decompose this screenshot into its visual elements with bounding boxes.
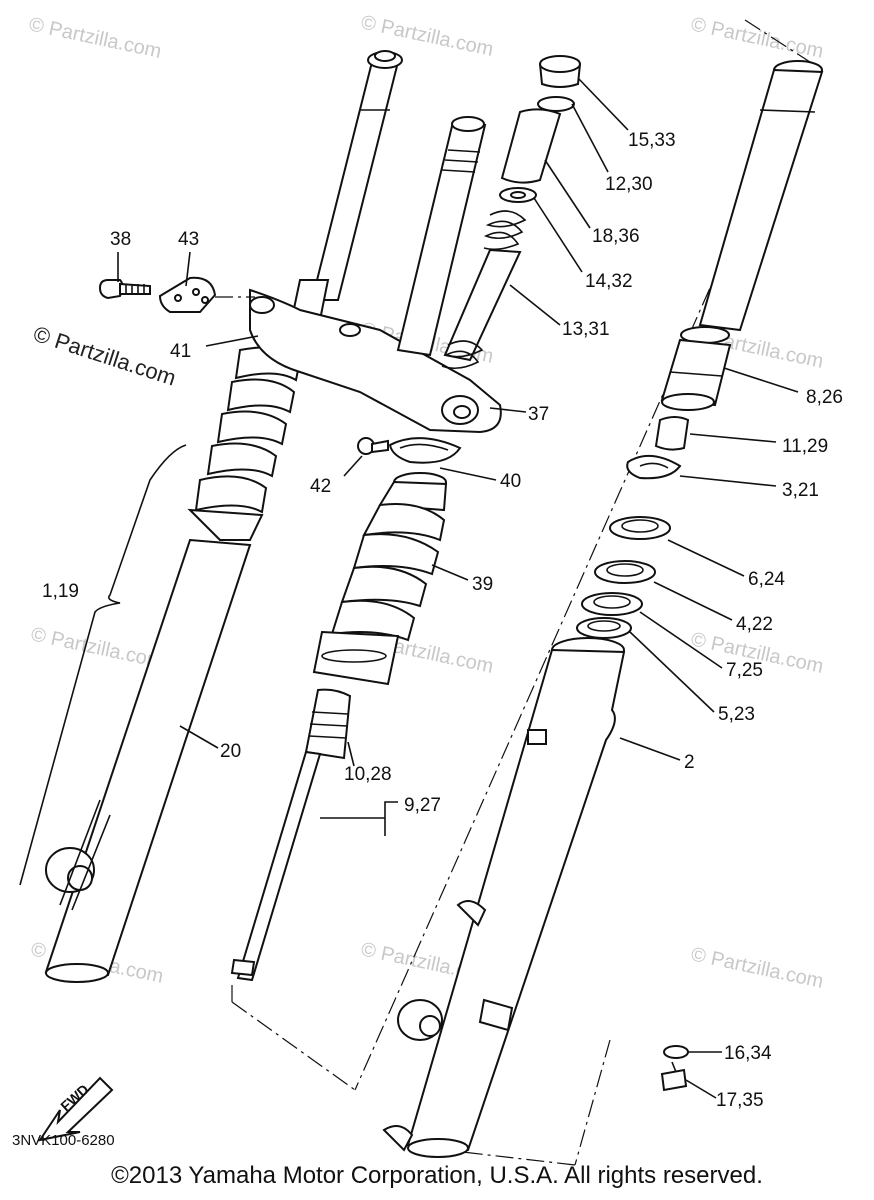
callout-9-27: 9,27 xyxy=(404,795,441,816)
callout-37: 37 xyxy=(528,404,549,425)
callout-12-30: 12,30 xyxy=(605,174,653,195)
watermark: © Partzilla.com xyxy=(689,943,825,993)
callout-6-24: 6,24 xyxy=(748,569,785,590)
callout-14-32: 14,32 xyxy=(585,271,633,292)
callout-3-21: 3,21 xyxy=(782,480,819,501)
callout-20: 20 xyxy=(220,741,241,762)
callout-39: 39 xyxy=(472,574,493,595)
callout-4-22: 4,22 xyxy=(736,614,773,635)
callout-40: 40 xyxy=(500,471,521,492)
watermark: © Partzilla.com xyxy=(27,13,163,63)
callout-7-25: 7,25 xyxy=(726,660,763,681)
leader-lines xyxy=(117,77,799,1099)
diagram-code: 3NVK100-6280 xyxy=(12,1132,115,1149)
left-fork-assembly xyxy=(44,50,403,983)
callout-43: 43 xyxy=(178,229,199,250)
callout-15-33: 15,33 xyxy=(628,130,676,151)
callout-41: 41 xyxy=(170,341,191,362)
watermark: © Partzilla.com xyxy=(29,623,165,673)
callout-10-28: 10,28 xyxy=(344,764,392,785)
callout-42: 42 xyxy=(310,476,331,497)
callout-labels: 15,33 12,30 18,36 14,32 13,31 38 43 41 3… xyxy=(42,130,843,1111)
callout-38: 38 xyxy=(110,229,131,250)
top-cap-parts xyxy=(441,55,582,370)
boot-39 xyxy=(312,472,448,686)
callout-17-35: 17,35 xyxy=(716,1090,764,1111)
callout-8-26: 8,26 xyxy=(806,387,843,408)
callout-16-34: 16,34 xyxy=(724,1043,772,1064)
watermark-prominent: © Partzilla.com xyxy=(30,321,179,391)
right-fork-inner xyxy=(576,60,824,639)
drain-bolt xyxy=(660,1045,689,1092)
plate-43 xyxy=(158,276,217,313)
bracket-1-19 xyxy=(19,444,187,886)
callout-13-31: 13,31 xyxy=(562,319,610,340)
outer-tube-2 xyxy=(382,637,626,1158)
copyright-notice: ©2013 Yamaha Motor Corporation, U.S.A. A… xyxy=(111,1162,763,1189)
damper-rod xyxy=(230,688,352,982)
watermark: © Partzilla.com xyxy=(689,13,825,63)
callout-11-29: 11,29 xyxy=(782,436,828,457)
callout-5-23: 5,23 xyxy=(718,704,755,725)
callout-1-19: 1,19 xyxy=(42,581,79,602)
fwd-arrow-icon: FWD xyxy=(37,1076,114,1142)
screw-42 xyxy=(357,437,389,455)
callout-18-36: 18,36 xyxy=(592,226,640,247)
steering-crown xyxy=(249,116,502,434)
bolt-38 xyxy=(98,279,151,300)
clamp-40 xyxy=(388,437,462,464)
callout-2: 2 xyxy=(684,752,695,773)
